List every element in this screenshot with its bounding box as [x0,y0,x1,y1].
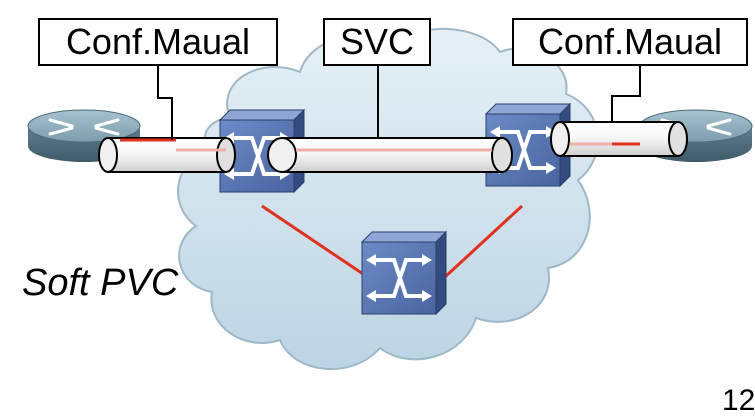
physical-link-bottom-right [444,204,524,278]
network-diagram [26,28,754,370]
pvc-pipe-left [98,137,236,173]
label-svc: SVC [323,18,431,66]
atm-switch-bottom [360,230,448,316]
label-connector-left [157,64,173,140]
label-conf-manual-left: Conf.Maual [38,18,278,66]
pvc-pipe-right [550,121,688,157]
network-cloud [177,28,599,370]
label-connector-right [611,64,641,122]
page-number: 12 [722,384,755,417]
svc-pipe [267,137,513,173]
physical-link-left-bottom [261,204,367,278]
diagram-caption: Soft PVC [22,262,179,304]
label-conf-manual-right: Conf.Maual [512,18,748,66]
